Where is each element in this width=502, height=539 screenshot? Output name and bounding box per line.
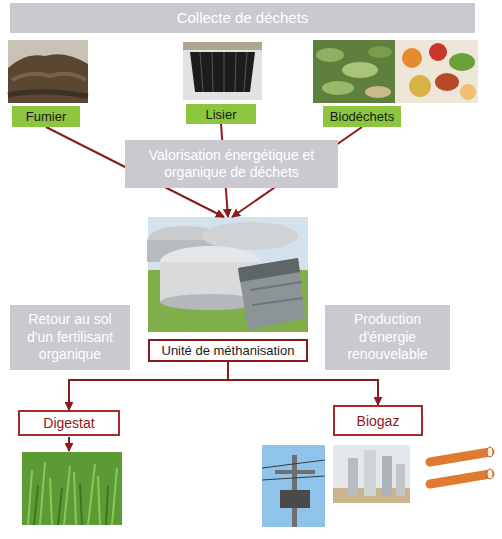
info-box: Valorisation énergétique et organique de… <box>125 140 338 188</box>
node-label: Biodéchets <box>330 109 394 124</box>
output-box: Digestat <box>18 410 120 436</box>
output-arrow <box>68 437 70 451</box>
output-box: Biogaz <box>333 405 423 436</box>
biowaste-photo <box>313 40 478 103</box>
node-label: Fumier <box>26 109 66 124</box>
info-box: Retour au sol d'un fertilisant organique <box>10 305 130 370</box>
header-band: Collecte de déchets <box>10 3 475 33</box>
node-label: Biogaz <box>357 413 400 429</box>
plant-photo <box>333 445 410 503</box>
pipes-photo <box>425 447 495 503</box>
source-box: Lisier <box>186 104 256 124</box>
methanisation-photo <box>147 217 308 332</box>
manure-photo <box>8 40 88 103</box>
node-label: Retour au sol d'un fertilisant organique <box>15 311 125 364</box>
slurry-photo <box>183 42 262 100</box>
node-label: Production d'énergie renouvelable <box>330 311 445 364</box>
process-box: Unité de méthanisation <box>148 217 308 362</box>
node-label: Unité de méthanisation <box>148 339 308 362</box>
node-label: Valorisation énergétique et organique de… <box>130 147 333 182</box>
power-photo <box>262 445 325 527</box>
source-box: Fumier <box>12 106 80 127</box>
info-box: Production d'énergie renouvelable <box>325 305 450 370</box>
grass-photo <box>22 452 122 525</box>
node-label: Lisier <box>205 107 236 122</box>
node-label: Digestat <box>43 415 94 431</box>
source-box: Biodéchets <box>323 106 401 127</box>
